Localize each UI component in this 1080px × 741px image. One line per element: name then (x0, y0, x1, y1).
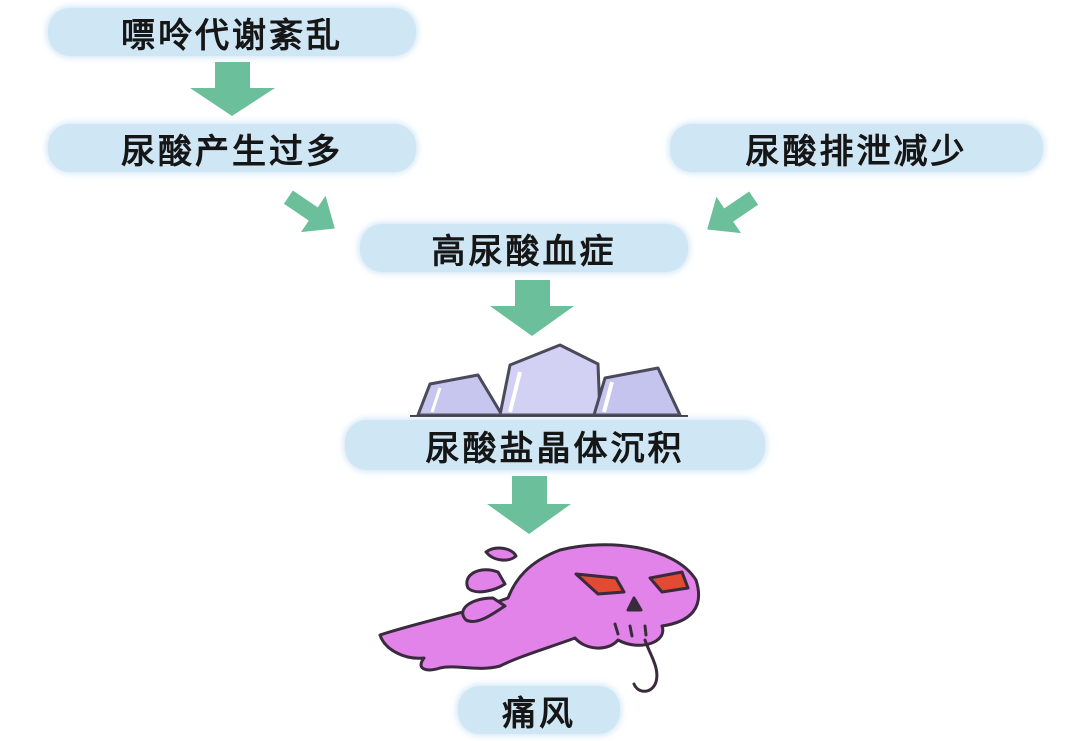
arrow-down-2 (490, 280, 574, 336)
node-purine-metabolism-disorder: 嘌呤代谢紊乱 (48, 8, 416, 56)
node-urate-crystal-deposition: 尿酸盐晶体沉积 (345, 420, 765, 470)
node-hyperuricemia: 高尿酸血症 (360, 224, 688, 272)
node-gout: 痛风 (458, 686, 620, 734)
crystal-cluster-icon (410, 343, 688, 417)
node-uric-acid-overproduction: 尿酸产生过多 (48, 124, 416, 172)
arrow-diagonal-left (283, 190, 335, 233)
arrow-diagonal-right (707, 191, 759, 234)
arrow-down-1 (190, 62, 275, 116)
gout-ghost-skull-icon (378, 543, 701, 693)
arrow-down-3 (487, 476, 571, 534)
node-uric-acid-excretion-reduced: 尿酸排泄减少 (670, 124, 1043, 172)
